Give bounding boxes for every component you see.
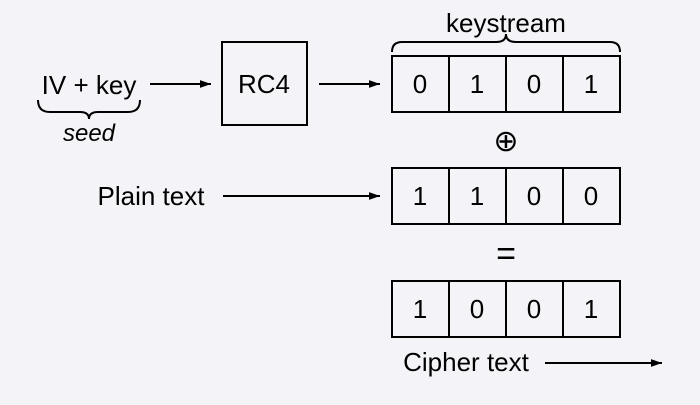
plaintext-bit-row: 1 1 0 0 <box>391 167 621 225</box>
keystream-bit: 1 <box>584 69 598 99</box>
ciphertext-bit: 0 <box>470 294 484 324</box>
plaintext-bit: 0 <box>584 181 598 211</box>
ciphertext-bit: 1 <box>584 294 598 324</box>
rc4-box <box>221 41 308 126</box>
iv-key-label: IV + key <box>42 70 137 100</box>
ciphertext-bit: 0 <box>527 294 541 324</box>
seed-brace <box>37 99 141 120</box>
plaintext-bit: 1 <box>413 181 427 211</box>
keystream-brace <box>391 33 621 53</box>
ciphertext-bit-row: 1 0 0 1 <box>391 280 621 338</box>
plaintext-bit: 1 <box>470 181 484 211</box>
ciphertext-bit: 1 <box>413 294 427 324</box>
xor-symbol: ⊕ <box>493 125 518 158</box>
keystream-bit: 0 <box>413 69 427 99</box>
keystream-bit: 0 <box>527 69 541 99</box>
equals-symbol: = <box>496 235 516 273</box>
seed-label: seed <box>63 120 116 147</box>
plaintext-label: Plain text <box>98 181 206 211</box>
rc4-label: RC4 <box>238 69 290 99</box>
ciphertext-label: Cipher text <box>403 347 529 377</box>
plaintext-bit: 0 <box>527 181 541 211</box>
keystream-bit-row: 0 1 0 1 <box>391 55 621 113</box>
keystream-label: keystream <box>446 8 566 38</box>
keystream-bit: 1 <box>470 69 484 99</box>
